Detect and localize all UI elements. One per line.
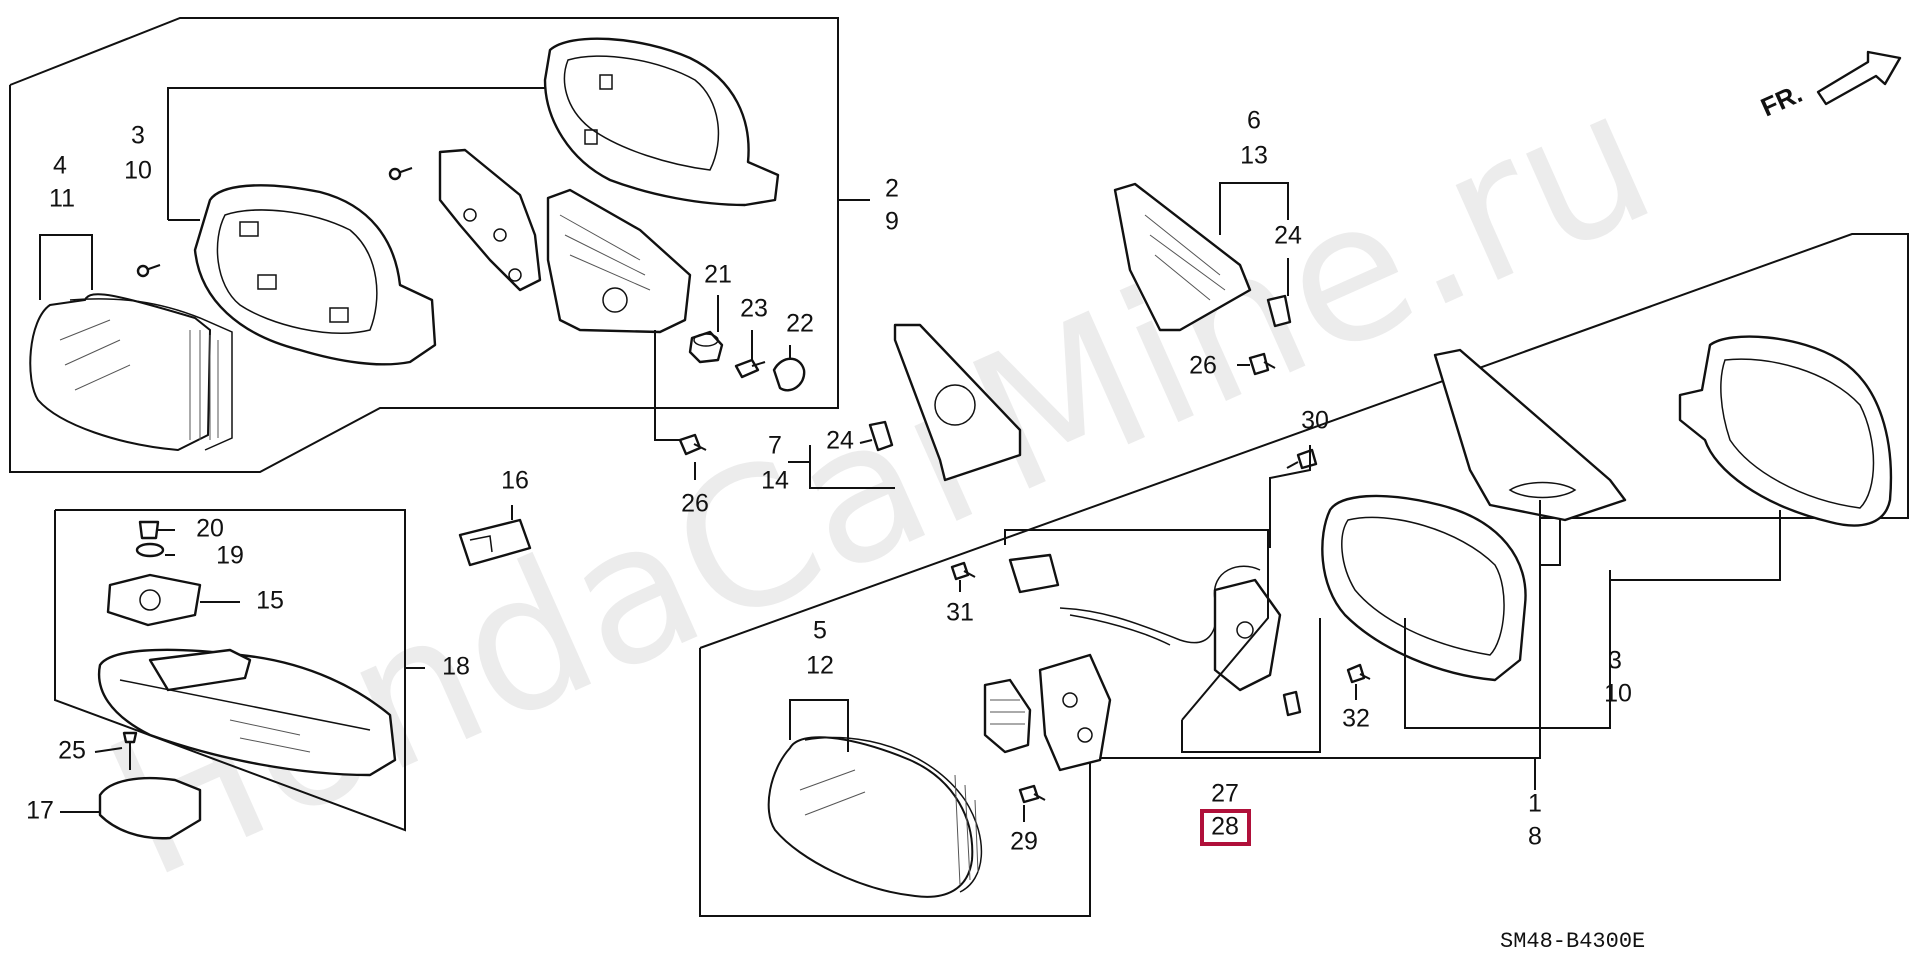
callout-26-left[interactable]: 26 bbox=[681, 490, 709, 518]
callout-16[interactable]: 16 bbox=[501, 467, 529, 495]
right-mirror-cover bbox=[1678, 335, 1893, 527]
callout-2[interactable]: 2 bbox=[885, 175, 899, 203]
part-17-cover bbox=[98, 776, 202, 840]
part-19-washer bbox=[135, 542, 165, 558]
callout-7[interactable]: 7 bbox=[768, 432, 782, 460]
callout-15[interactable]: 15 bbox=[256, 587, 284, 615]
callout-11[interactable]: 11 bbox=[49, 185, 75, 213]
part-25-screw bbox=[122, 731, 138, 770]
callout-30[interactable]: 30 bbox=[1301, 407, 1329, 435]
part-20-screw bbox=[138, 520, 160, 540]
callout-18[interactable]: 18 bbox=[442, 653, 470, 681]
callout-6[interactable]: 6 bbox=[1247, 107, 1261, 135]
right-mirror-housing-frame bbox=[1321, 494, 1527, 682]
part-26-bolt-right bbox=[1248, 352, 1276, 376]
right-mirror-glass bbox=[767, 736, 983, 898]
diagram-code: SM48-B4300E bbox=[1500, 929, 1645, 954]
callout-13[interactable]: 13 bbox=[1240, 142, 1268, 170]
callout-28[interactable]: 28 bbox=[1211, 813, 1239, 841]
callout-5[interactable]: 5 bbox=[813, 617, 827, 645]
left-mount-cover bbox=[868, 323, 1022, 482]
callout-19[interactable]: 19 bbox=[216, 542, 244, 570]
callout-10-left[interactable]: 10 bbox=[124, 157, 152, 185]
left-mirror-glass bbox=[29, 293, 233, 452]
group-frame-inner-mirror bbox=[54, 509, 406, 832]
callouts: 4 11 3 10 2 9 21 23 22 26 7 24 14 6 13 2… bbox=[26, 107, 1632, 856]
callout-31[interactable]: 31 bbox=[946, 599, 974, 627]
callout-17[interactable]: 17 bbox=[26, 797, 54, 825]
callout-10-right[interactable]: 10 bbox=[1604, 680, 1632, 708]
callout-27[interactable]: 27 bbox=[1211, 780, 1239, 808]
part-22-plug bbox=[772, 357, 806, 392]
callout-8[interactable]: 8 bbox=[1528, 823, 1542, 851]
small-screw-upper-left bbox=[136, 167, 413, 278]
callout-14[interactable]: 14 bbox=[761, 467, 789, 495]
callout-23[interactable]: 23 bbox=[740, 295, 768, 323]
screw-29 bbox=[1018, 784, 1046, 804]
left-mirror-actuator-bracket bbox=[438, 148, 692, 334]
leader-lines bbox=[39, 87, 1781, 822]
callout-4[interactable]: 4 bbox=[53, 152, 67, 180]
callout-32[interactable]: 32 bbox=[1342, 705, 1370, 733]
front-direction-arrow: FR. bbox=[1756, 50, 1902, 122]
left-mirror-cover bbox=[543, 37, 780, 207]
callout-21[interactable]: 21 bbox=[704, 261, 732, 289]
callout-3-left[interactable]: 3 bbox=[131, 122, 145, 150]
group-frame-left-mirror bbox=[9, 17, 839, 473]
part-16-clip bbox=[458, 518, 532, 567]
part-23-screw bbox=[734, 358, 766, 379]
callout-25[interactable]: 25 bbox=[58, 737, 86, 765]
callout-1[interactable]: 1 bbox=[1528, 790, 1542, 818]
group-frame-right-mirror bbox=[699, 233, 1909, 917]
inner-mirror-bracket-15 bbox=[106, 573, 202, 627]
callout-24-left[interactable]: 24 bbox=[826, 427, 854, 455]
part-26-bolt-left bbox=[678, 433, 707, 456]
screw-30 bbox=[1286, 448, 1318, 470]
right-mount-cover-lower bbox=[1433, 348, 1627, 522]
screw-27-motor bbox=[1282, 690, 1302, 717]
direction-label: FR. bbox=[1756, 78, 1806, 122]
callout-3-right[interactable]: 3 bbox=[1608, 647, 1622, 675]
callout-12[interactable]: 12 bbox=[806, 652, 834, 680]
callout-26-right[interactable]: 26 bbox=[1189, 352, 1217, 380]
callout-29[interactable]: 29 bbox=[1010, 828, 1038, 856]
right-mount-cover-upper bbox=[1113, 182, 1292, 332]
inner-mirror-body bbox=[97, 648, 397, 777]
callout-20[interactable]: 20 bbox=[196, 515, 224, 543]
callout-22[interactable]: 22 bbox=[786, 310, 814, 338]
screw-32 bbox=[1346, 663, 1371, 684]
callout-24-right[interactable]: 24 bbox=[1274, 222, 1302, 250]
part-21-cap bbox=[688, 330, 724, 364]
screw-31 bbox=[950, 561, 976, 581]
right-mirror-actuator bbox=[983, 653, 1112, 772]
callout-9[interactable]: 9 bbox=[885, 208, 899, 236]
highlight-box-28 bbox=[1200, 809, 1251, 846]
left-mirror-housing-frame bbox=[193, 184, 437, 366]
